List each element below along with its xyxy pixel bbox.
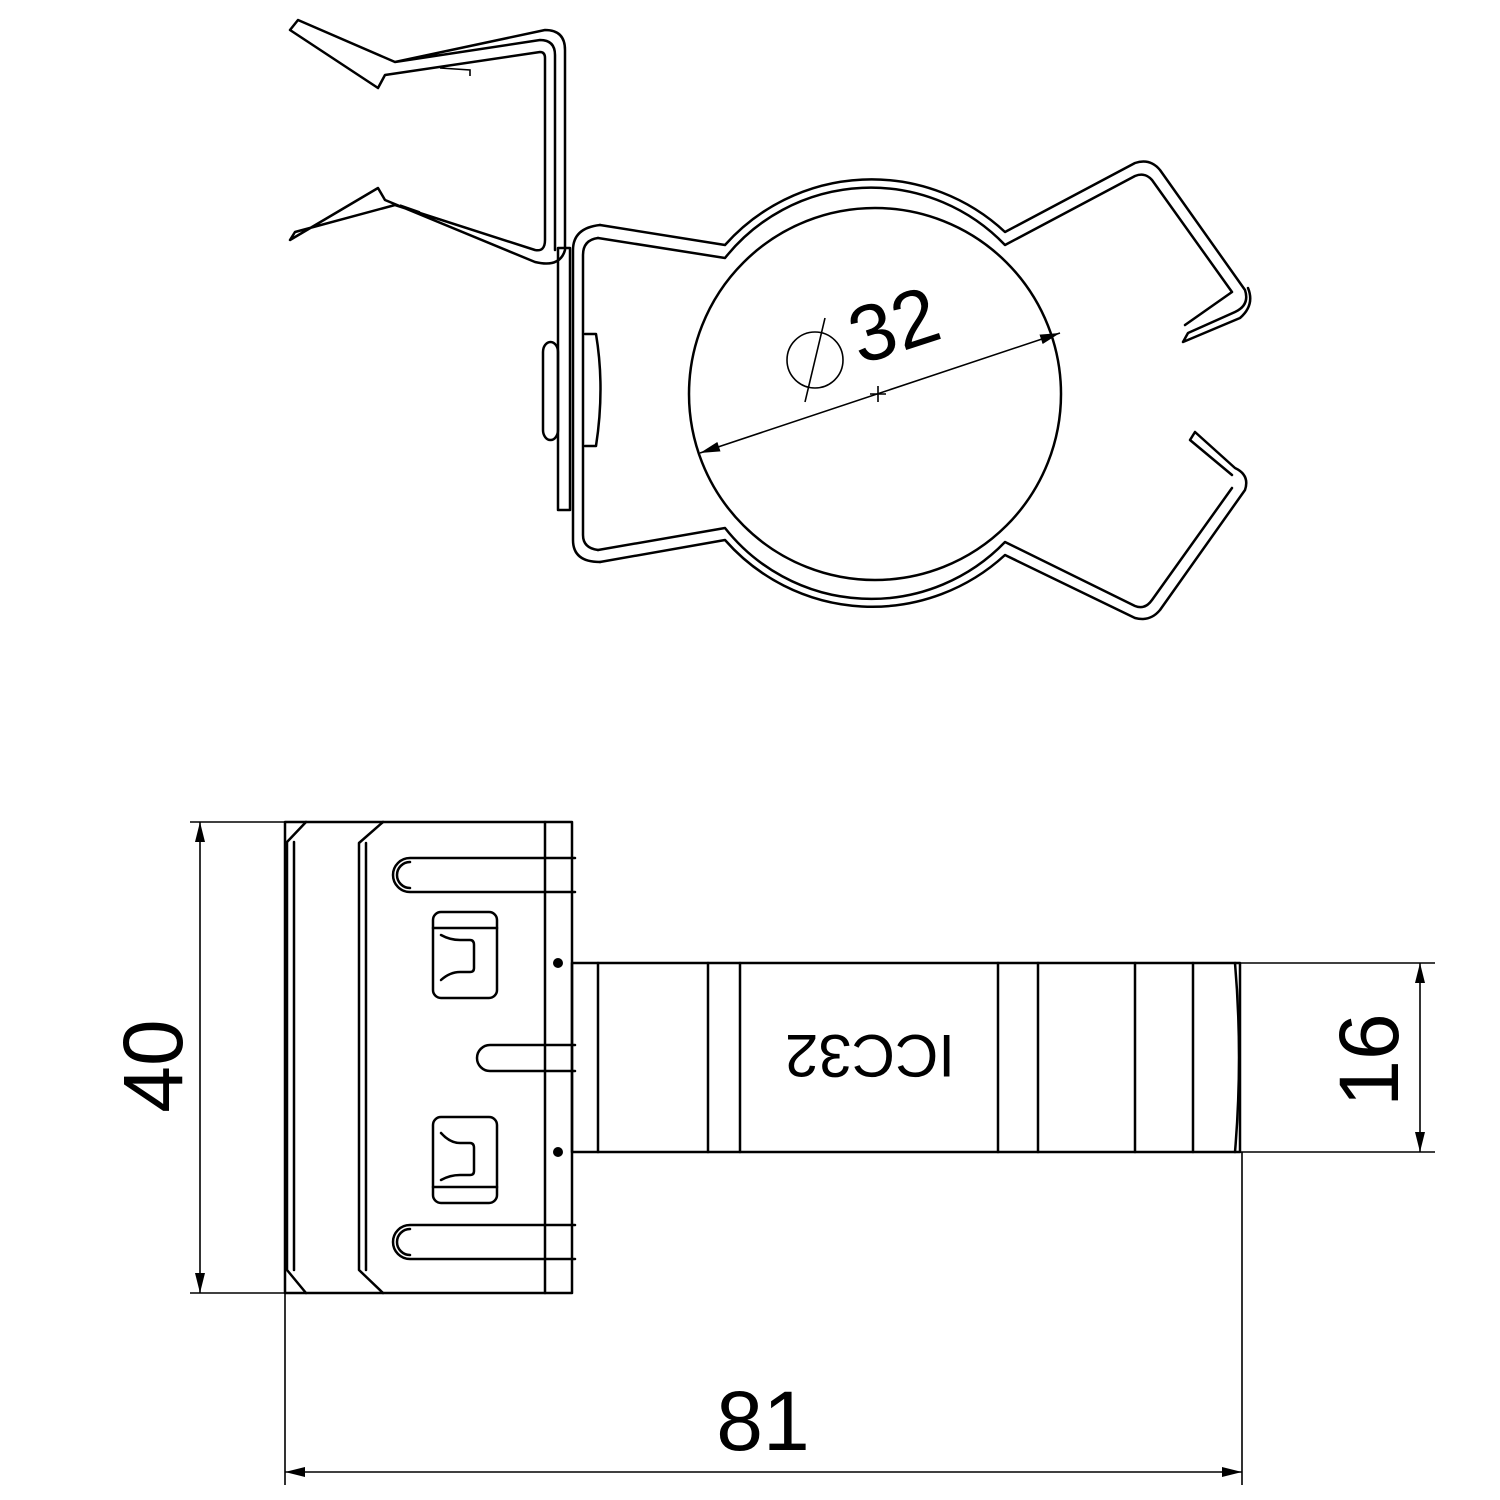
dimension-16: 16 [1240, 962, 1435, 1153]
window-bottom [431, 1115, 499, 1205]
slot-top [391, 856, 577, 894]
diameter-symbol: ø [0, 0, 1, 1]
plate-boss-right [583, 332, 602, 448]
back-plate [556, 246, 572, 512]
top-view-clip [288, 18, 1252, 621]
clip-band-corners [571, 223, 602, 564]
diameter-line [699, 332, 1061, 454]
clip-band-inner [596, 173, 1234, 609]
length-dimension-label: 81 [716, 1374, 809, 1468]
height-dimension-label: 40 [106, 1019, 200, 1112]
tube-marking: ICC32 [785, 1022, 955, 1089]
pipe-circle [687, 206, 1063, 582]
diameter-dimension: ø 32 [0, 0, 1061, 454]
rivet-top [553, 958, 563, 968]
plate-boss-left [541, 340, 560, 442]
window-top [431, 910, 499, 1000]
diameter-value: 32 [838, 269, 950, 381]
clip-band-outer [598, 160, 1252, 621]
tube-dimension-label: 16 [1322, 1013, 1416, 1106]
center-mark [870, 386, 886, 402]
upper-clip [288, 18, 567, 265]
dimension-81: 81 [284, 1152, 1243, 1485]
upper-clip-detail [399, 67, 471, 213]
diameter-symbol-icon [786, 331, 844, 389]
side-view: ICC32 [283, 820, 1242, 1295]
clip-body-bevels [285, 820, 547, 1295]
slot-middle [475, 1043, 577, 1073]
rivet-bottom [553, 1147, 563, 1157]
dimension-40: 40 [106, 821, 285, 1294]
slot-bottom [391, 1223, 577, 1261]
tube-bands [596, 961, 1241, 1154]
